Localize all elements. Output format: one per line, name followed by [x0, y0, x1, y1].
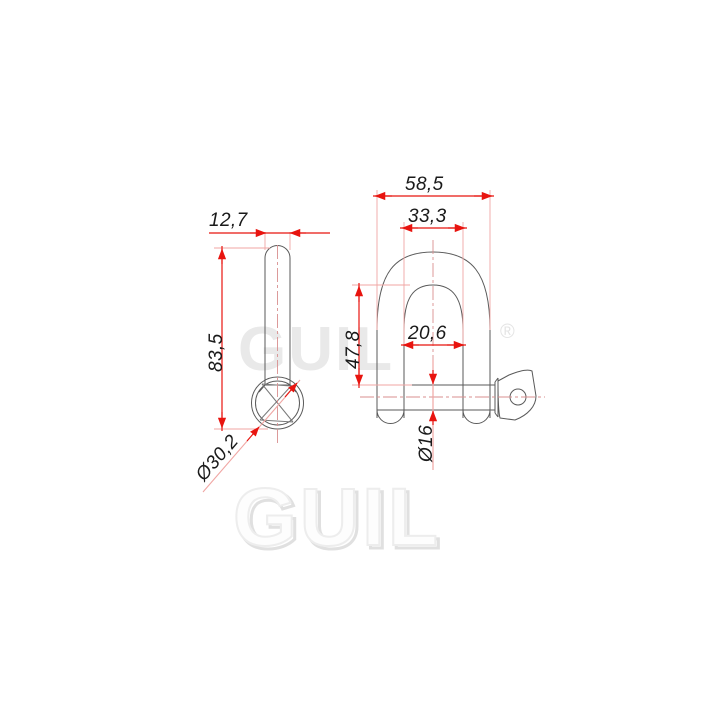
embossed-watermark-group: GUIL GUIL [232, 471, 444, 568]
pin-shank [264, 245, 291, 386]
dim-label-33-3: 33,3 [408, 206, 447, 227]
embossed-guil-watermark-shadow: GUIL [236, 475, 444, 566]
dim-label-83-5: 83,5 [206, 333, 227, 372]
shackle-right-leg-end [462, 400, 491, 424]
shackle-pin-flange-chamfer [494, 377, 499, 418]
embossed-guil-watermark: GUIL [233, 472, 441, 563]
shackle-pin-body [377, 384, 495, 411]
dim-arrow-d30-2-lower [246, 426, 260, 442]
screw-pin-handle [497, 369, 537, 421]
dim-label-58-5: 58,5 [405, 174, 444, 195]
shackle-left-leg-end [376, 400, 405, 424]
dim-label-20-6: 20,6 [407, 323, 447, 344]
shackle-bow-inner [403, 284, 464, 418]
pin-head-slot [259, 383, 294, 423]
dim-label-12-7: 12,7 [209, 210, 249, 231]
inline-watermark-group: GUIL ® [238, 315, 515, 384]
dim-label-47-8: 47,8 [343, 330, 364, 369]
shackle-dimensions-group: 58,5 33,3 47,8 20,6 [343, 174, 494, 470]
registered-trademark-icon: ® [500, 321, 515, 343]
dim-arrow-d30-2-upper [284, 382, 298, 398]
centerlines-group [277, 240, 545, 445]
inline-guil-watermark: GUIL [238, 315, 394, 384]
dim-label-d16: Ø16 [416, 425, 437, 463]
